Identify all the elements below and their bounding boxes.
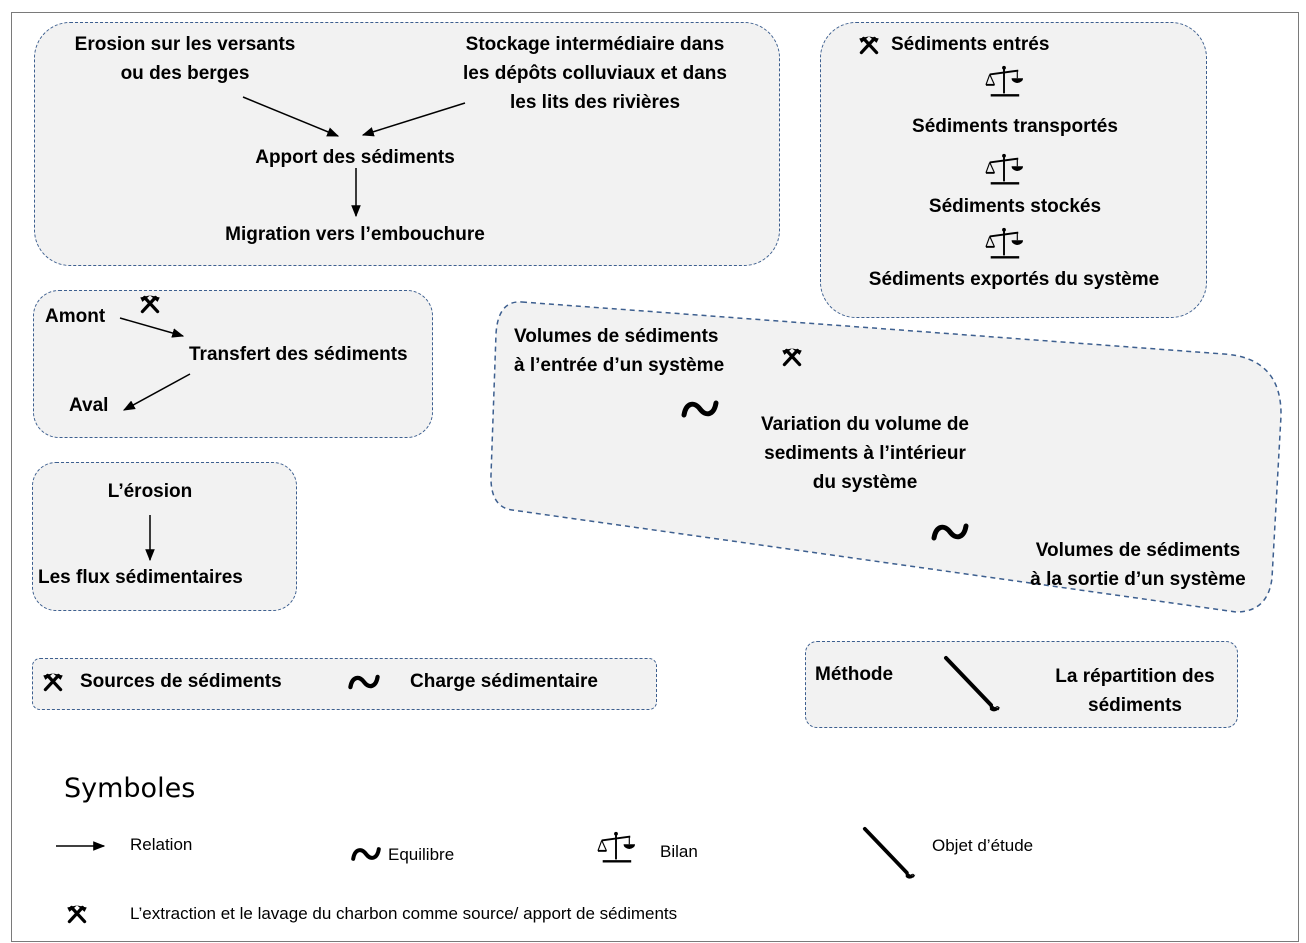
volumes-in-label: Volumes de sédiments à l’entrée d’un sys… bbox=[514, 326, 725, 376]
erosion-slopes-label: Erosion sur les versants ou des berges bbox=[74, 34, 296, 84]
legend-extraction-label: L’extraction et le lavage du charbon com… bbox=[130, 904, 678, 923]
sediment-charge-label: Charge sédimentaire bbox=[410, 671, 598, 692]
sediment-transfer-label: Transfert des sédiments bbox=[189, 344, 408, 365]
upstream-label: Amont bbox=[45, 306, 106, 327]
migration-label: Migration vers l’embouchure bbox=[225, 224, 485, 245]
sediments-exported-label: Sédiments exportés du système bbox=[868, 269, 1160, 290]
volumes-out-label: Volumes de sédiments à la sortie d’un sy… bbox=[1030, 540, 1246, 590]
erosion-flux-box bbox=[32, 462, 297, 611]
tilde-wave-icon bbox=[350, 844, 382, 864]
sediments-in-label: Sédiments entrés bbox=[891, 34, 1050, 55]
volume-variation-label: Variation du volume de sediments à l’int… bbox=[761, 414, 969, 493]
legend-title: Symboles bbox=[64, 773, 196, 804]
sediment-flux-label: Les flux sédimentaires bbox=[38, 567, 243, 588]
sediments-transported-label: Sédiments transportés bbox=[912, 116, 1118, 137]
sediments-stored-label: Sédiments stockés bbox=[928, 196, 1102, 217]
sediment-distribution-label: La répartition des sédiments bbox=[1055, 666, 1215, 716]
arrow-icon bbox=[361, 102, 466, 137]
sources-charge-box bbox=[32, 658, 657, 710]
sediment-sources-label: Sources de sédiments bbox=[80, 671, 282, 692]
arrow-icon bbox=[119, 317, 185, 338]
method-label: Méthode bbox=[815, 664, 894, 685]
balance-scale-icon bbox=[597, 830, 635, 866]
arrow-icon bbox=[242, 96, 340, 137]
pen-brush-icon bbox=[862, 826, 918, 882]
legend-objet-label: Objet d’étude bbox=[932, 836, 1034, 855]
sediment-supply-label: Apport des sédiments bbox=[255, 147, 455, 168]
intermediate-storage-label: Stockage intermédiaire dans les dépôts c… bbox=[463, 34, 727, 113]
arrow-icon bbox=[122, 373, 191, 411]
legend-relation-label: Relation bbox=[130, 835, 193, 854]
legend-bilan-label: Bilan bbox=[660, 842, 698, 861]
sediment-transfer-box bbox=[33, 290, 433, 438]
diagram-frame bbox=[11, 12, 1299, 942]
sediment-path-box bbox=[34, 22, 780, 266]
legend-equilibre-label: Equilibre bbox=[388, 845, 455, 864]
downstream-label: Aval bbox=[69, 395, 109, 416]
method-box bbox=[805, 641, 1238, 728]
crossed-hammers-icon bbox=[64, 901, 90, 927]
erosion-label: L’érosion bbox=[107, 481, 193, 502]
